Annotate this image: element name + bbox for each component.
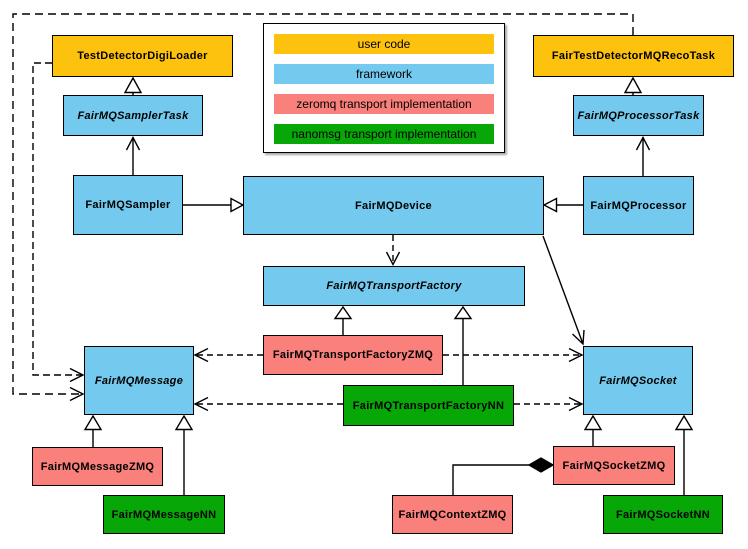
class-box-fairmq-transport-factory-zmq: FairMQTransportFactoryZMQ [263,335,443,375]
edge-dependency-recotask-message [12,13,634,402]
class-box-fairmq-socket: FairMQSocket [583,346,693,415]
class-box-fairmq-sampler: FairMQSampler [73,175,183,235]
edge-inheritance-processor-device [542,197,583,213]
edge-inheritance-msgzmq-message [83,414,103,447]
class-box-fairmq-message: FairMQMessage [84,346,194,415]
edge-inheritance-tfzmq-transportfactory [333,305,353,335]
legend-item-nanomsg: nanomsg transport implementation [274,124,494,144]
edge-inheritance-tfnn-transportfactory [453,305,473,385]
edge-dependency-digiloader-message [32,62,85,383]
edge-dependency-tfnn-socket [514,396,584,412]
edge-composition-sockzmq-contextzmq [452,457,555,495]
legend: user code framework zeromq transport imp… [263,23,505,153]
class-box-fairmq-message-nn: FairMQMessageNN [103,495,225,534]
edge-dependency-tfzmq-socket [443,347,584,363]
class-box-fairmq-socket-zmq: FairMQSocketZMQ [553,446,675,485]
legend-item-user-code: user code [274,34,494,54]
legend-item-framework: framework [274,64,494,84]
edge-dependency-device-transportfactory [385,235,401,267]
class-box-fairmq-transport-factory-nn: FairMQTransportFactoryNN [343,385,514,426]
class-box-fairmq-context-zmq: FairMQContextZMQ [392,495,513,534]
edge-dependency-tfzmq-message [193,347,263,363]
edge-association-processor-processortask [635,135,651,176]
class-box-fairmq-processor-task: FairMQProcessorTask [573,95,704,136]
edge-inheritance-sampler-device [183,197,245,213]
edge-inheritance-recotask-processortask [623,76,643,96]
edge-inheritance-msgnn-message [174,414,194,495]
class-box-fairmq-message-zmq: FairMQMessageZMQ [32,447,163,486]
legend-item-zeromq: zeromq transport implementation [274,94,494,114]
class-box-test-detector-digi-loader: TestDetectorDigiLoader [52,35,233,77]
edge-association-sampler-samplertask [125,135,141,175]
edge-inheritance-socknn-socket [674,414,694,495]
edge-inheritance-sockzmq-socket [583,414,603,446]
class-box-fairmq-transport-factory: FairMQTransportFactory [263,266,525,306]
class-box-fairmq-device: FairMQDevice [243,176,544,235]
class-box-fairmq-processor: FairMQProcessor [583,176,694,235]
class-box-fairmq-sampler-task: FairMQSamplerTask [63,95,203,136]
edge-dependency-tfnn-message [193,396,343,412]
class-box-fairmq-socket-nn: FairMQSocketNN [603,495,723,534]
edge-association-device-socket [542,235,585,346]
edge-inheritance-digiloader-samplertask [123,76,143,95]
class-box-fair-test-detector-mq-reco-task: FairTestDetectorMQRecoTask [533,35,734,77]
